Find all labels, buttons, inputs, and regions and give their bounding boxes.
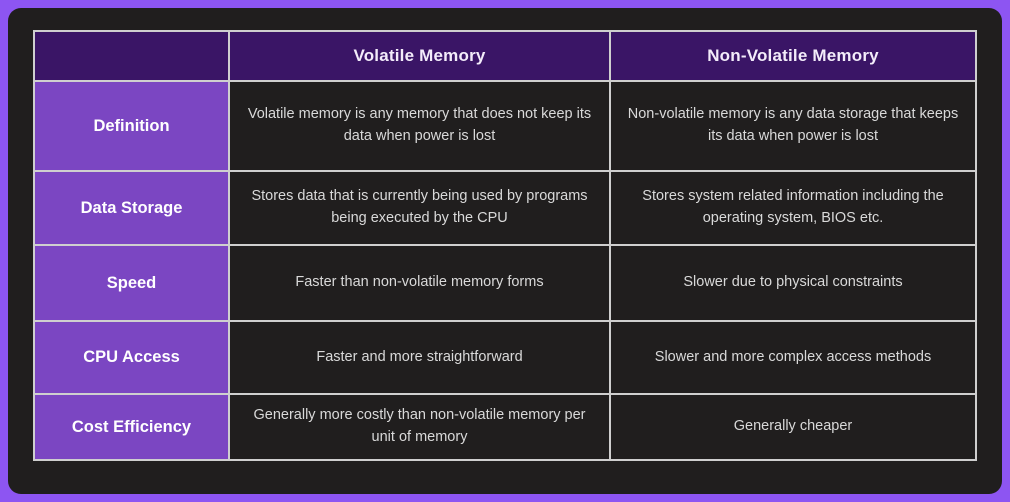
- speed-non-volatile-cell: Slower due to physical constraints: [609, 244, 977, 322]
- data-storage-non-volatile-cell: Stores system related information includ…: [609, 170, 977, 246]
- definition-volatile-cell: Volatile memory is any memory that does …: [228, 80, 611, 172]
- table-row-cost-efficiency: Cost Efficiency Generally more costly th…: [33, 393, 977, 461]
- speed-volatile-cell: Faster than non-volatile memory forms: [228, 244, 611, 322]
- row-label-data-storage: Data Storage: [33, 170, 230, 246]
- table-row-data-storage: Data Storage Stores data that is current…: [33, 170, 977, 246]
- table-row-definition: Definition Volatile memory is any memory…: [33, 80, 977, 172]
- header-row: Volatile Memory Non-Volatile Memory: [33, 30, 977, 82]
- row-label-definition: Definition: [33, 80, 230, 172]
- cpu-access-non-volatile-cell: Slower and more complex access methods: [609, 320, 977, 395]
- cost-efficiency-volatile-cell: Generally more costly than non-volatile …: [228, 393, 611, 461]
- table-row-speed: Speed Faster than non-volatile memory fo…: [33, 244, 977, 322]
- cpu-access-volatile-cell: Faster and more straightforward: [228, 320, 611, 395]
- column-header-non-volatile-memory: Non-Volatile Memory: [609, 30, 977, 82]
- definition-non-volatile-cell: Non-volatile memory is any data storage …: [609, 80, 977, 172]
- column-header-volatile-memory: Volatile Memory: [228, 30, 611, 82]
- data-storage-volatile-cell: Stores data that is currently being used…: [228, 170, 611, 246]
- row-label-speed: Speed: [33, 244, 230, 322]
- cost-efficiency-non-volatile-cell: Generally cheaper: [609, 393, 977, 461]
- content-panel: Volatile Memory Non-Volatile Memory Defi…: [8, 8, 1002, 494]
- row-label-cost-efficiency: Cost Efficiency: [33, 393, 230, 461]
- table-row-cpu-access: CPU Access Faster and more straightforwa…: [33, 320, 977, 395]
- memory-comparison-table: Volatile Memory Non-Volatile Memory Defi…: [33, 30, 977, 461]
- row-label-cpu-access: CPU Access: [33, 320, 230, 395]
- corner-cell: [33, 30, 230, 82]
